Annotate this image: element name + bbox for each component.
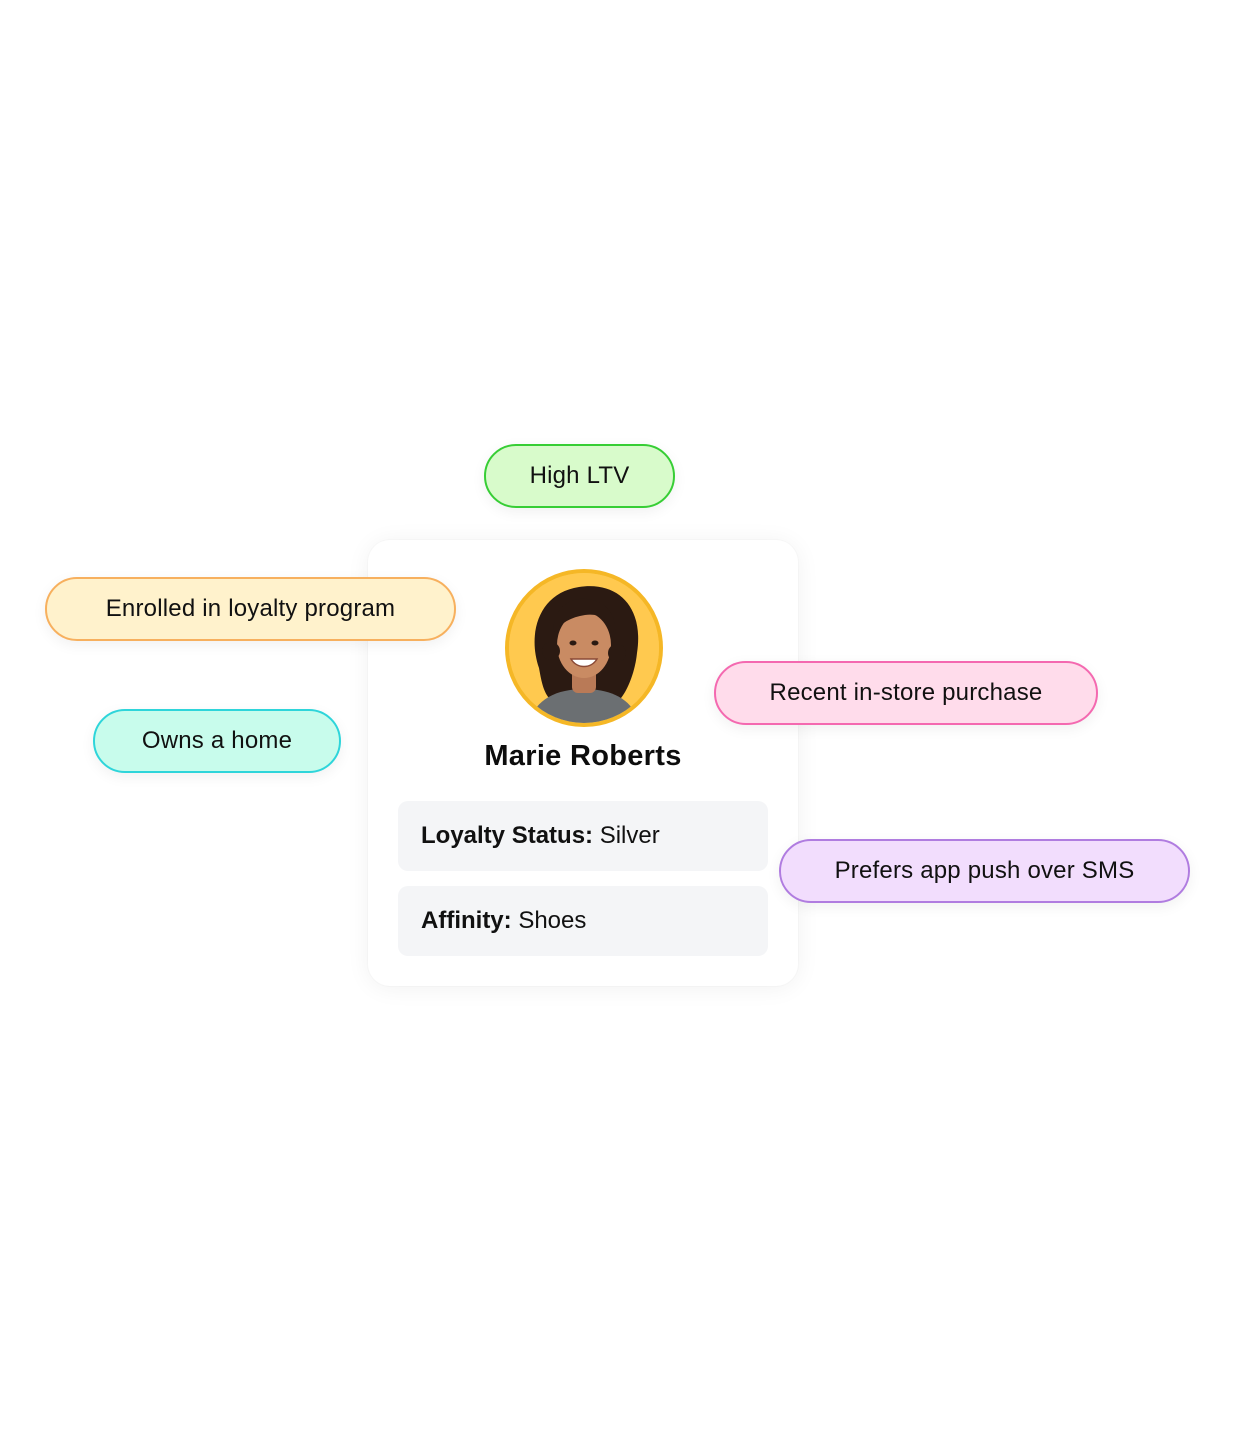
tag-recent-instore-purchase: Recent in-store purchase [714, 661, 1098, 725]
field-label: Affinity: [421, 907, 512, 934]
customer-profile-card: Marie Roberts Loyalty Status: Silver Aff… [368, 540, 798, 986]
field-value: Silver [599, 822, 660, 849]
field-label: Loyalty Status: [421, 822, 594, 849]
profile-name: Marie Roberts [484, 740, 682, 772]
tag-loyalty-program: Enrolled in loyalty program [45, 577, 456, 641]
tag-high-ltv: High LTV [484, 444, 675, 508]
field-value: Shoes [518, 907, 587, 934]
tag-prefers-app-push: Prefers app push over SMS [779, 839, 1190, 903]
person-photo-icon [509, 573, 659, 723]
loyalty-status-field: Loyalty Status: Silver [398, 801, 768, 871]
affinity-field: Affinity: Shoes [398, 886, 768, 956]
avatar [505, 569, 663, 727]
tag-owns-home: Owns a home [93, 709, 341, 773]
